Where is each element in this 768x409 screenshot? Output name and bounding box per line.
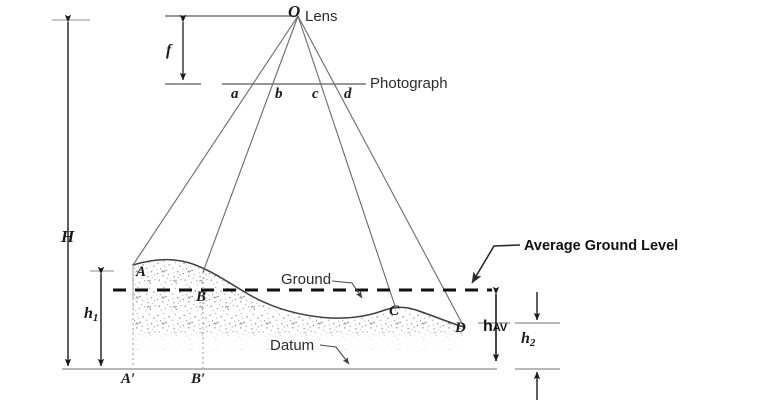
label-ground-point-D: D bbox=[455, 320, 466, 336]
label-photo-point-d: d bbox=[344, 86, 352, 102]
label-focal-length-f: f bbox=[166, 42, 172, 59]
projection-rays bbox=[132, 15, 465, 328]
label-ground-point-A: A bbox=[136, 264, 147, 280]
label-average-ground-level: Average Ground Level bbox=[524, 238, 679, 254]
leader-ground bbox=[331, 280, 363, 299]
ray-O-to-D bbox=[297, 15, 465, 328]
label-photo-point-a: a bbox=[231, 86, 239, 102]
label-lens: Lens bbox=[305, 8, 338, 25]
label-datum-point-B-prime: B′ bbox=[191, 371, 206, 387]
label-lens-point-O: O bbox=[288, 2, 301, 21]
label-flying-height-H: H bbox=[61, 227, 75, 246]
ray-O-to-B bbox=[202, 15, 299, 273]
label-photo-point-b: b bbox=[275, 86, 283, 102]
leader-average-ground-level bbox=[471, 244, 521, 284]
label-datum: Datum bbox=[270, 337, 315, 354]
label-ground-point-B: B bbox=[196, 289, 207, 305]
ray-O-to-A bbox=[132, 15, 299, 266]
label-ground-point-C: C bbox=[389, 303, 400, 319]
label-height-h1: h1 bbox=[84, 305, 99, 324]
label-height-hAV: hAV bbox=[483, 318, 508, 335]
label-height-h2: h2 bbox=[521, 330, 536, 349]
label-photograph: Photograph bbox=[370, 75, 448, 92]
leader-datum bbox=[319, 344, 350, 365]
label-photo-point-c: c bbox=[312, 86, 319, 102]
label-datum-point-A-prime: A′ bbox=[121, 371, 136, 387]
label-ground: Ground bbox=[281, 271, 332, 288]
ray-O-to-C bbox=[297, 15, 397, 310]
